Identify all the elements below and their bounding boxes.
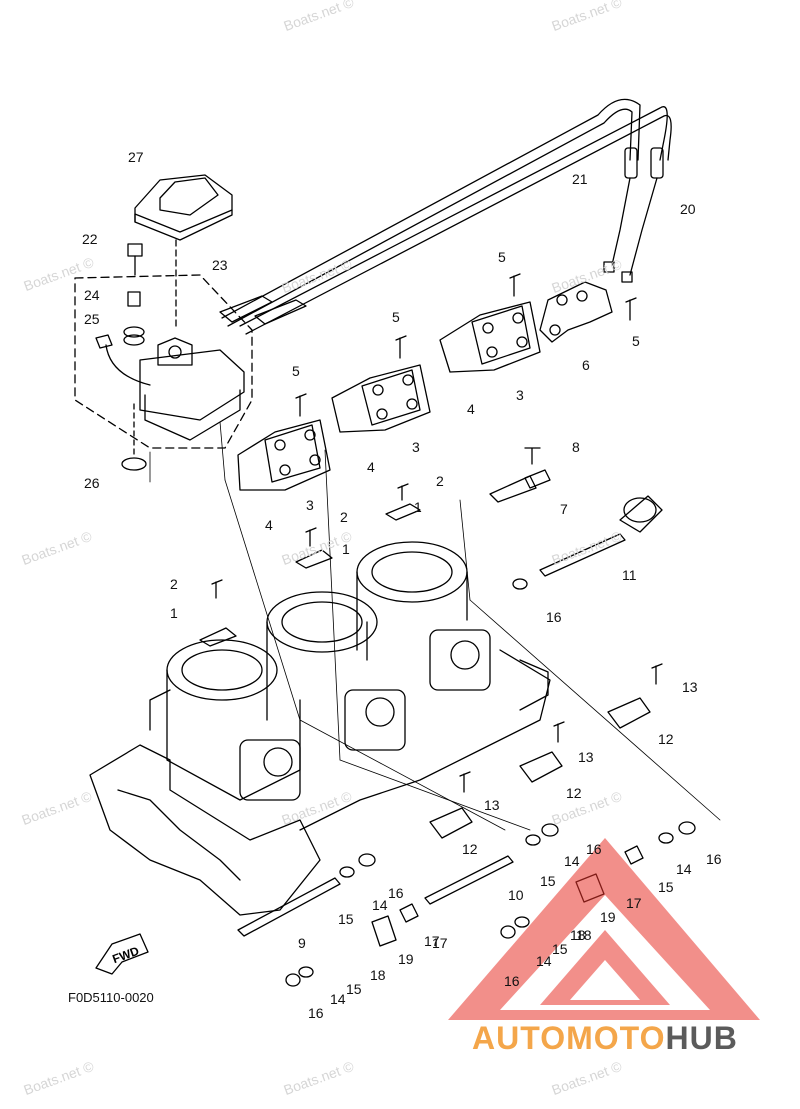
callout-number: 19	[398, 951, 414, 967]
callout-number: 2	[340, 509, 348, 525]
callout-number: 14	[676, 861, 692, 877]
callout-number: 4	[367, 459, 375, 475]
callout-number: 15	[658, 879, 674, 895]
bracket	[539, 281, 613, 343]
leader-lines	[149, 421, 721, 831]
callout-number: 1	[414, 499, 422, 515]
callout-number: 12	[658, 731, 674, 747]
callout-number: 14	[330, 991, 346, 1007]
callout-number: 25	[84, 311, 100, 327]
brand-part1: AUTOMOTO	[472, 1020, 666, 1056]
callout-number: 4	[265, 517, 273, 533]
callout-number: 13	[578, 749, 594, 765]
cylinder-block	[89, 541, 551, 916]
callout-number: 16	[504, 973, 520, 989]
callout-number: 5	[292, 363, 300, 379]
callout-number: 14	[564, 853, 580, 869]
drawing-code: F0D5110-0020	[68, 990, 154, 1005]
reed-valve-plates	[237, 273, 637, 491]
callout-number: 14	[536, 953, 552, 969]
callout-number: 8	[572, 439, 580, 455]
callout-number: 3	[516, 387, 524, 403]
callout-number: 19	[600, 909, 616, 925]
callout-number: 14	[372, 897, 388, 913]
callout-number: 20	[680, 201, 696, 217]
callout-number: 18	[576, 927, 592, 943]
callout-number: 6	[582, 357, 590, 373]
callout-number: 4	[467, 401, 475, 417]
callout-number: 16	[586, 841, 602, 857]
callout-number: 26	[84, 475, 100, 491]
brand-part2: HUB	[665, 1020, 738, 1056]
callout-number: 16	[546, 609, 562, 625]
callout-number: 15	[552, 941, 568, 957]
callout-number: 3	[306, 497, 314, 513]
callout-number: 18	[370, 967, 386, 983]
electrical-box-assembly	[74, 243, 253, 471]
callout-number: 2	[170, 576, 178, 592]
callout-number: 17	[626, 895, 642, 911]
callout-number: 5	[632, 333, 640, 349]
callout-number: 15	[346, 981, 362, 997]
small-hardware	[199, 447, 696, 987]
callout-number: 9	[298, 935, 306, 951]
callout-number: 11	[622, 567, 637, 583]
callout-number: 16	[308, 1005, 324, 1021]
callout-number: 3	[412, 439, 420, 455]
throttle-cables	[219, 98, 672, 335]
callout-number: 12	[566, 785, 582, 801]
callout-number: 5	[498, 249, 506, 265]
callout-number: 16	[388, 885, 404, 901]
callout-number: 21	[572, 171, 588, 187]
callout-number: 5	[392, 309, 400, 325]
callout-number: 15	[540, 873, 556, 889]
brand-logo-triangle	[448, 838, 760, 1020]
brand-wordmark: AUTOMOTOHUB	[472, 1020, 738, 1057]
callout-number: 22	[82, 231, 98, 247]
callout-number: 27	[128, 149, 144, 165]
callout-number: 10	[508, 887, 524, 903]
callout-number: 1	[342, 541, 350, 557]
callout-number: 12	[462, 841, 478, 857]
callout-number: 2	[436, 473, 444, 489]
callout-number: 16	[706, 851, 722, 867]
fwd-arrow-icon	[95, 933, 149, 975]
callout-number: 7	[560, 501, 568, 517]
callout-number: 1	[170, 605, 178, 621]
callout-number: 17	[432, 935, 448, 951]
callout-number: 24	[84, 287, 100, 303]
callout-number: 18	[570, 927, 586, 943]
callout-number: 23	[212, 257, 228, 273]
shafts	[237, 495, 663, 937]
electrical-box-cover	[134, 174, 233, 331]
callout-number: 13	[682, 679, 698, 695]
callout-number: 13	[484, 797, 500, 813]
callout-number: 17	[424, 933, 440, 949]
callout-number: 15	[338, 911, 354, 927]
